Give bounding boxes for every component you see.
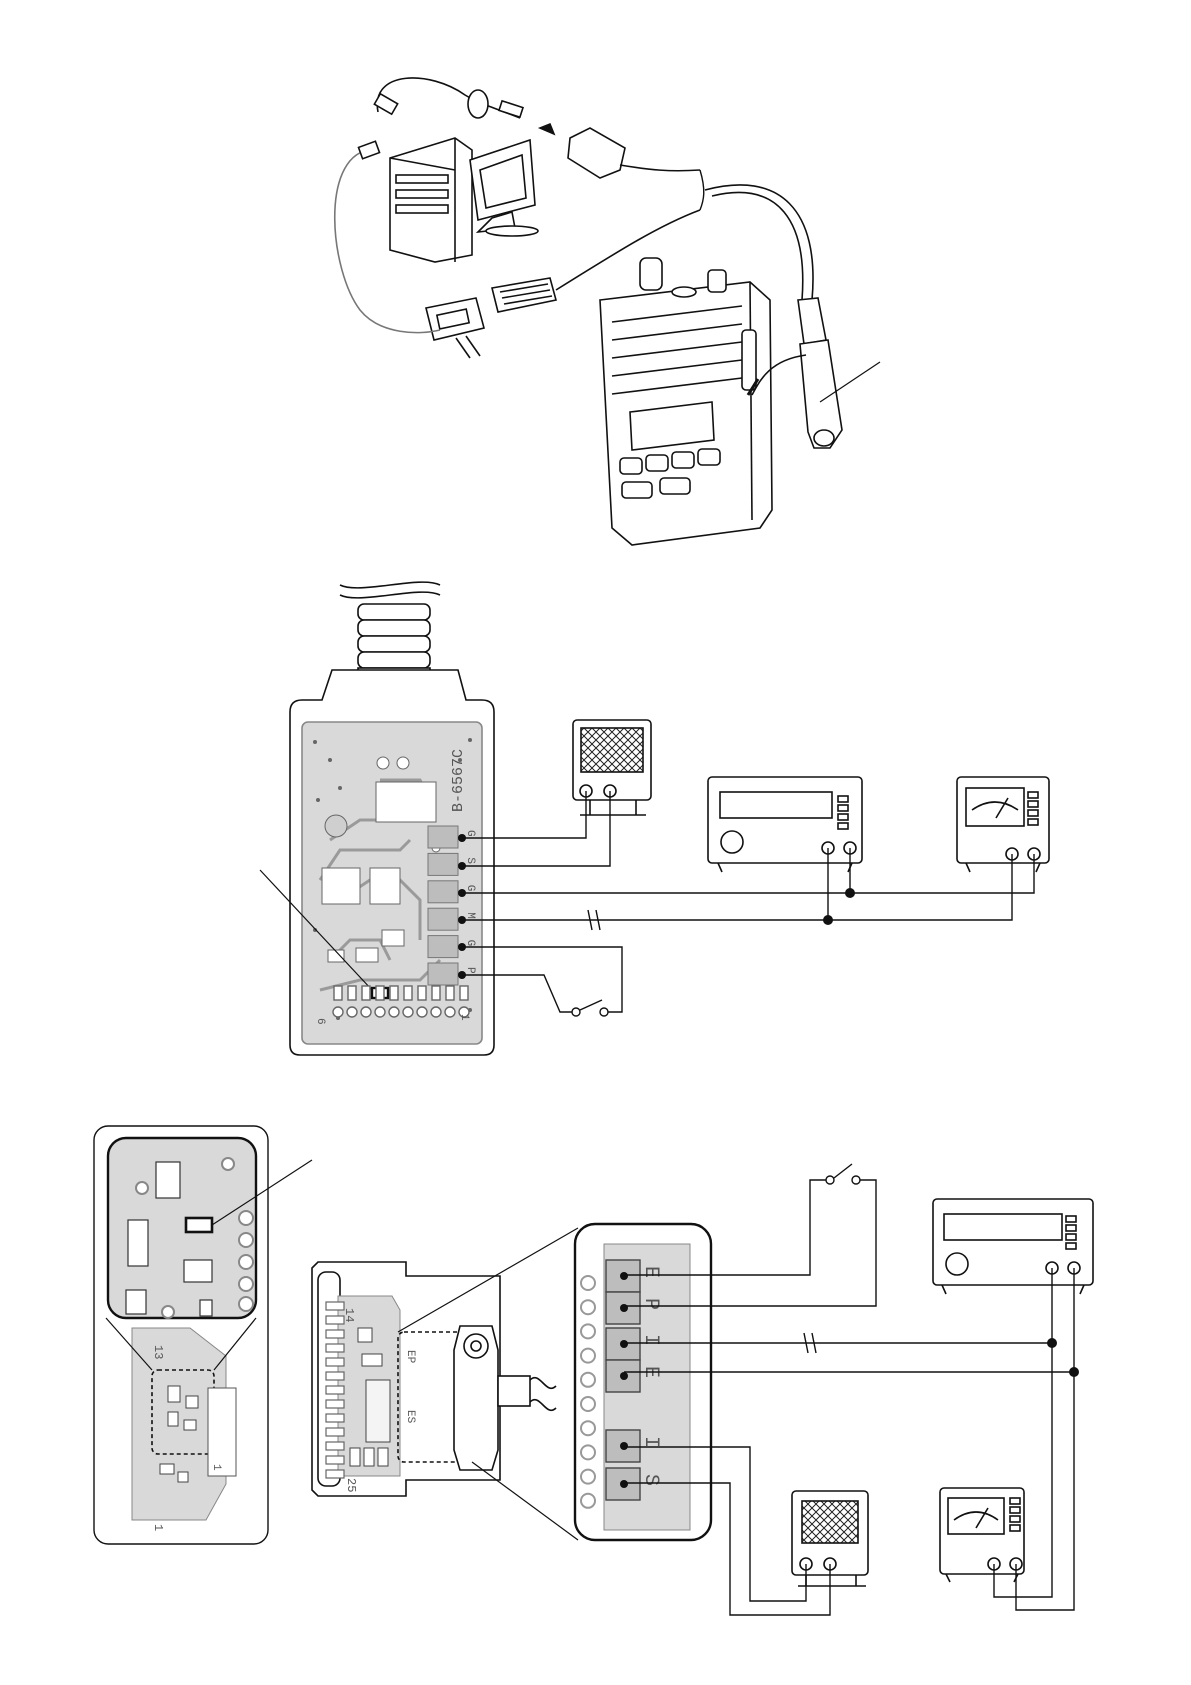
pcb-pad-label: G <box>464 940 476 947</box>
pcb-pin <box>333 1007 343 1017</box>
pad-contact <box>620 1442 628 1450</box>
pad-hole <box>581 1445 595 1459</box>
pad-hole <box>581 1421 595 1435</box>
usb-cable <box>377 78 520 118</box>
db25-pin <box>326 1386 344 1394</box>
pcb-smd-part <box>376 986 384 1000</box>
pad-hole <box>581 1324 595 1338</box>
db9-plug-icon <box>426 298 484 358</box>
inset-pin-bottom: 1 <box>151 1524 165 1531</box>
inset-pin-top: 13 <box>151 1345 165 1359</box>
detail-inset: 13 1 1 <box>94 1126 268 1544</box>
db25-pin <box>326 1442 344 1450</box>
pcb-pin <box>347 1007 357 1017</box>
db25-pin <box>326 1372 344 1380</box>
connector-pin-bottom: 25 <box>344 1478 358 1492</box>
pad-contact <box>620 1372 628 1380</box>
pc-connection-illustration <box>335 78 880 545</box>
pcb-smd-part <box>334 986 342 1000</box>
zoom-pad-label: S <box>639 1474 662 1486</box>
usb-adapter-icon <box>568 128 625 178</box>
pcb-smd-part <box>418 986 426 1000</box>
board-marking: B-6567C <box>450 749 467 812</box>
pad-hole <box>581 1373 595 1387</box>
pcb-edge-right-label: 1 <box>458 1014 470 1021</box>
oscilloscope-icon <box>573 720 651 815</box>
zoom-pad-label: E <box>639 1266 662 1278</box>
pad-contact <box>620 1480 628 1488</box>
pcb-pad-label: G <box>464 830 476 837</box>
pad-hole <box>581 1397 595 1411</box>
pcb-pad-label: M <box>464 912 476 919</box>
zoom-pad-label: I <box>639 1436 662 1448</box>
pad-contact <box>620 1272 628 1280</box>
signal-generator-icon <box>933 1199 1093 1294</box>
pad-hole <box>581 1276 595 1290</box>
pcb-smd-part <box>446 986 454 1000</box>
db25-pin <box>326 1414 344 1422</box>
pcb-pin <box>389 1007 399 1017</box>
db25-connector: 14 25 EP ES <box>312 1262 556 1496</box>
pcb-smd-part <box>432 986 440 1000</box>
inset-pin-side: 1 <box>210 1464 222 1471</box>
db25-pin <box>326 1428 344 1436</box>
pcb-pad-label: P <box>464 967 476 974</box>
pcb-pin <box>431 1007 441 1017</box>
pcb-pad-label: G <box>464 885 476 892</box>
connector-pin-top: 14 <box>342 1308 356 1322</box>
monitor-icon <box>470 140 538 236</box>
pcb-smd-part <box>390 986 398 1000</box>
db25-pin <box>326 1330 344 1338</box>
pad-hole <box>581 1300 595 1314</box>
pcb-test-pad <box>428 826 458 848</box>
pad-hole <box>581 1470 595 1484</box>
handheld-radio-icon <box>600 258 772 545</box>
volume-knob-icon <box>640 258 662 290</box>
connector-letters-b: ES <box>404 1410 416 1424</box>
pcb-smd-part <box>362 986 370 1000</box>
db25-pin <box>326 1400 344 1408</box>
pad-contact <box>620 1340 628 1348</box>
db25-pin <box>326 1358 344 1366</box>
pcb-pin <box>375 1007 385 1017</box>
pcb-test-pad <box>428 963 458 985</box>
zoom-pad-label: I <box>639 1334 662 1346</box>
pcb-pin <box>445 1007 455 1017</box>
db25-plug-icon <box>492 278 556 312</box>
signal-generator-icon <box>708 777 862 872</box>
pc-tower-icon <box>390 138 472 262</box>
ac-voltmeter-icon <box>940 1488 1024 1582</box>
pad-hole <box>581 1349 595 1363</box>
db25-pin <box>326 1456 344 1464</box>
ac-voltmeter-icon <box>957 777 1049 872</box>
pcb-smd-part <box>404 986 412 1000</box>
pcb-edge-left-label: 6 <box>314 1018 326 1025</box>
db25-pin <box>326 1316 344 1324</box>
pcb-pin <box>403 1007 413 1017</box>
connector-letters-a: EP <box>404 1350 416 1364</box>
serial-cable <box>556 210 700 290</box>
pcb-pad-label: S <box>464 857 476 864</box>
db25-pin <box>326 1470 344 1478</box>
zoom-pad-label: P <box>639 1298 662 1310</box>
pcb-pin <box>417 1007 427 1017</box>
pcb-smd-part <box>348 986 356 1000</box>
pad-hole <box>581 1494 595 1508</box>
pcb-test-pad <box>428 908 458 930</box>
pcb-pin <box>361 1007 371 1017</box>
pcb-smd-part <box>460 986 468 1000</box>
pcb-test-pad <box>428 853 458 875</box>
antenna-connector-icon <box>708 270 726 292</box>
db25-pin <box>326 1344 344 1352</box>
pcb-test-pad <box>428 936 458 958</box>
ferrite-core-icon <box>468 90 488 118</box>
pcb-test-pad <box>428 881 458 903</box>
pad-contact <box>620 1304 628 1312</box>
db25-pin <box>326 1302 344 1310</box>
highlighted-component <box>186 1218 212 1232</box>
